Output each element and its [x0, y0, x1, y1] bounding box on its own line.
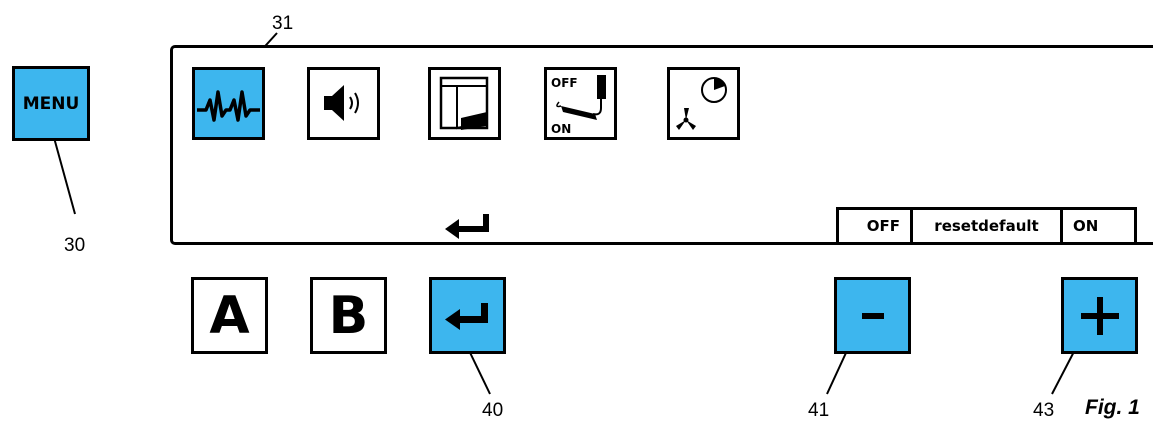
option-reset-label: resetdefault — [934, 217, 1039, 235]
callout-43: 43 — [1033, 400, 1055, 421]
callout-41: 41 — [808, 400, 830, 421]
handpiece-on-label: ON — [551, 122, 571, 136]
plus-icon — [1080, 296, 1119, 335]
a-button[interactable]: A — [191, 277, 268, 354]
a-button-label: A — [209, 285, 250, 346]
plus-button[interactable] — [1061, 277, 1138, 354]
fan-timer-icon[interactable] — [667, 67, 740, 140]
speaker-icon[interactable] — [307, 67, 380, 140]
callout-31: 31 — [272, 13, 294, 34]
option-off[interactable]: OFF — [836, 207, 910, 245]
menu-button-label: MENU — [22, 93, 80, 114]
heartbeat-icon[interactable] — [192, 67, 265, 140]
option-bar: OFF resetdefault ON — [836, 207, 1137, 245]
option-on-label: ON — [1073, 217, 1099, 235]
enter-arrow-icon — [444, 302, 488, 330]
b-button-label: B — [328, 285, 369, 346]
handpiece-off-on-icon[interactable]: OFF ON — [544, 67, 617, 140]
minus-button[interactable] — [834, 277, 911, 354]
b-button[interactable]: B — [310, 277, 387, 354]
callout-40: 40 — [482, 400, 504, 421]
menu-button[interactable]: MENU — [12, 66, 90, 141]
leader-30 — [52, 133, 76, 215]
handpiece-off-label: OFF — [551, 76, 578, 90]
enter-arrow-icon — [445, 214, 489, 239]
option-on[interactable]: ON — [1060, 207, 1137, 245]
cabinet-icon[interactable] — [428, 67, 501, 140]
option-resetdefault[interactable]: resetdefault — [910, 207, 1060, 245]
figure-label: Fig. 1 — [1085, 396, 1140, 419]
minus-icon — [861, 312, 884, 319]
enter-button[interactable] — [429, 277, 506, 354]
callout-30: 30 — [64, 235, 86, 256]
option-off-label: OFF — [866, 217, 900, 235]
